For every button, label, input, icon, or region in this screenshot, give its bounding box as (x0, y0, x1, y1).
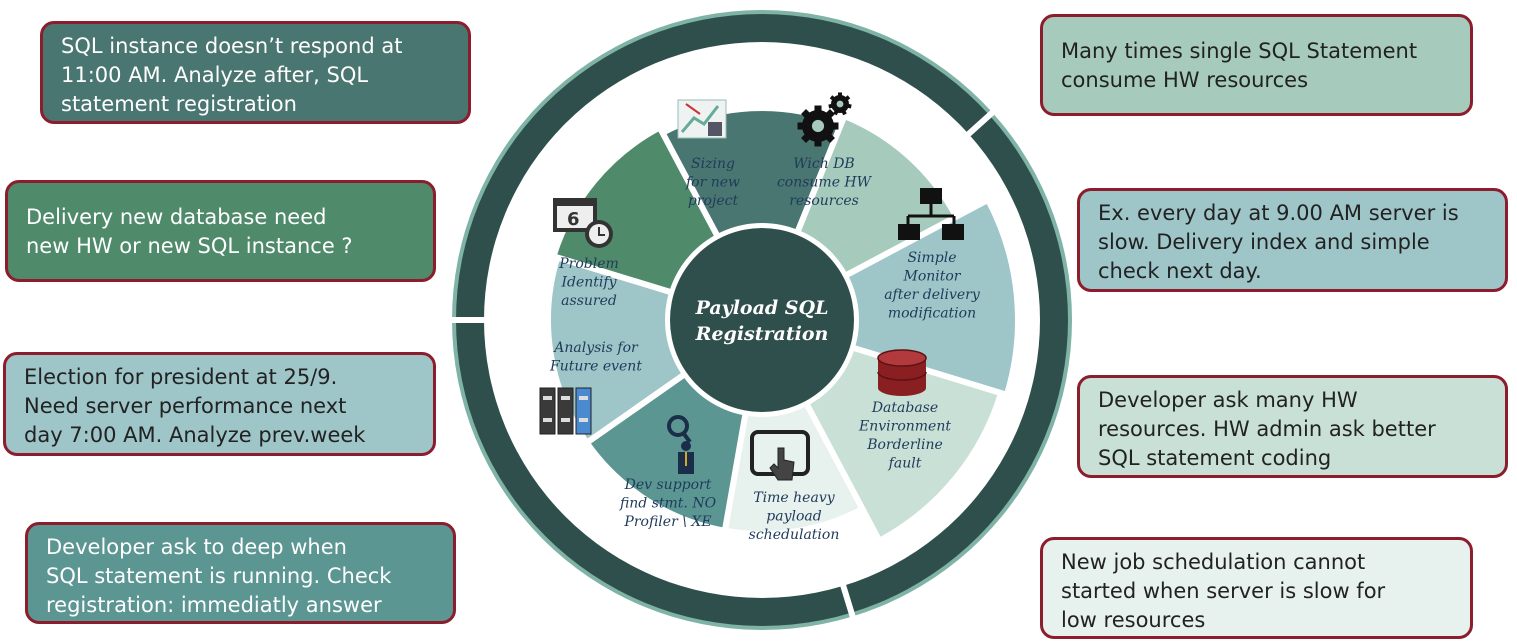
segment-label-line: Sizing (691, 156, 735, 172)
note-line: New job schedulation cannot (1061, 550, 1366, 574)
segment-label-line: project (688, 193, 739, 209)
hub-circle (670, 228, 854, 412)
ring-cut-bottom (838, 577, 858, 625)
segment-label-line: resources (789, 193, 859, 209)
segment-label-line: fault (888, 456, 922, 472)
segment-label-line: for new (685, 175, 740, 191)
note-line: started when server is slow for (1061, 579, 1386, 603)
note-line: SQL statement coding (1098, 446, 1332, 470)
segment-label-line: Problem (558, 256, 619, 272)
note-line: Developer ask many HW (1098, 388, 1358, 412)
segment-label-line: schedulation (749, 527, 840, 543)
segment-label-line: Profiler \ XE (623, 514, 711, 530)
note-left-3: Election for president at 25/9. Need serv… (3, 352, 436, 456)
segment-label-line: after delivery (884, 287, 981, 303)
segment-icons: 6 (539, 92, 964, 481)
center-label-line: Registration (695, 323, 829, 345)
segment-label-line: Analysis for (552, 340, 639, 356)
person-search-icon (667, 415, 694, 474)
note-line: Many times single SQL Statement (1061, 39, 1418, 63)
segment-label-line: consume HW (777, 175, 873, 191)
note-line: SQL statement is running. Check (46, 564, 392, 588)
segment-label-line: Database (871, 400, 938, 416)
center-label-line: Payload SQL (695, 297, 829, 319)
segment-label-line: Simple (907, 250, 956, 266)
segment-labels: Sizing for new project Wich DB consume HW res… (549, 156, 981, 543)
segment-label-line: Identify (561, 275, 618, 291)
segment-label-line: Wich DB (793, 156, 854, 172)
note-line: registration: immediatly answer (46, 593, 382, 617)
touchscreen-icon (750, 430, 810, 481)
note-right-4: New job schedulation cannot started when … (1040, 537, 1473, 639)
segment-label-line: modification (888, 306, 976, 322)
segment-label-line: payload (766, 509, 821, 525)
note-line: consume HW resources (1061, 68, 1309, 92)
segment-label-line: Time heavy (753, 490, 835, 506)
center-hub: Payload SQL Registration (665, 223, 859, 417)
note-line: Delivery new database need (26, 205, 327, 229)
note-line: statement registration (61, 92, 297, 116)
note-line: Election for president at 25/9. (24, 365, 338, 389)
note-line: low resources (1061, 608, 1206, 632)
note-line: SQL instance doesn’t respond at (61, 34, 403, 58)
note-line: Ex. every day at 9.00 AM server is (1098, 201, 1459, 225)
note-line: day 7:00 AM. Analyze prev.week (24, 423, 366, 447)
segment-label-line: find stmt. NO (619, 496, 717, 512)
segment-label-line: Monitor (902, 269, 961, 285)
note-line: Need server performance next (24, 394, 347, 418)
segment-label-line: Future event (549, 359, 642, 375)
note-right-3: Developer ask many HW resources. HW admin… (1077, 375, 1508, 478)
note-line: check next day. (1098, 259, 1262, 283)
segment-label-line: assured (561, 293, 617, 309)
ring-cut-top-right (960, 104, 1001, 142)
database-icon (877, 349, 927, 396)
note-left-2: Delivery new database need new HW or new … (5, 180, 436, 282)
calendar-clock-icon: 6 (553, 198, 613, 248)
note-line: new HW or new SQL instance ? (26, 234, 353, 258)
note-right-1: Many times single SQL Statement consume H… (1040, 14, 1473, 116)
note-line: resources. HW admin ask better (1098, 417, 1436, 441)
segment-label-line: Borderline (866, 437, 943, 453)
segment-label-line: Dev support (624, 477, 712, 493)
gears-icon (797, 92, 852, 147)
note-right-2: Ex. every day at 9.00 AM server is slow. … (1077, 188, 1508, 292)
note-line: 11:00 AM. Analyze after, SQL (61, 63, 369, 87)
note-line: Developer ask to deep when (46, 535, 347, 559)
segment-label-line: Environment (858, 419, 951, 435)
network-icon (898, 188, 964, 240)
project-chart-icon (677, 99, 727, 139)
note-line: slow. Delivery index and simple (1098, 230, 1430, 254)
note-left-1: SQL instance doesn’t respond at 11:00 AM.… (40, 21, 471, 124)
segment-monitor (754, 195, 1021, 399)
binders-icon (539, 387, 592, 435)
svg-text:6: 6 (567, 209, 580, 230)
